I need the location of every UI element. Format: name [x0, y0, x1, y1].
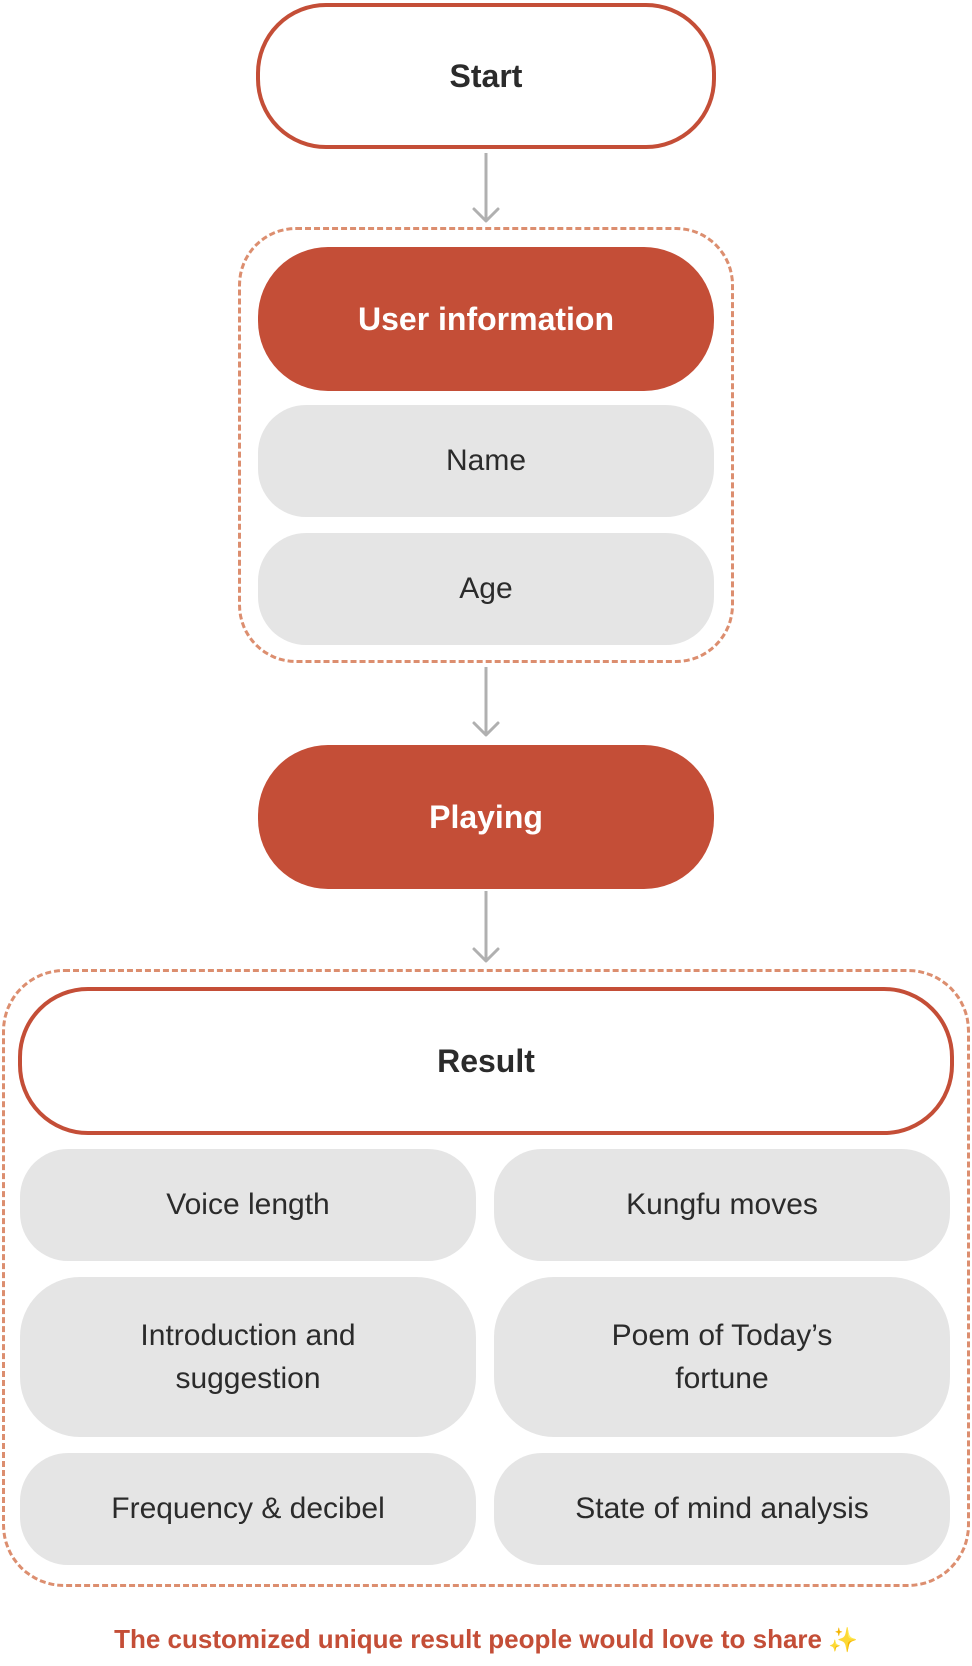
voice-length-label: Voice length [166, 1188, 330, 1222]
poem-line-2: fortune [675, 1362, 769, 1395]
user-information-node: User information [258, 247, 714, 391]
start-label: Start [449, 57, 523, 94]
result-group [2, 969, 970, 1587]
introduction-line-1: Introduction and [140, 1318, 356, 1352]
playing-label: Playing [429, 798, 543, 835]
kungfu-moves-label: Kungfu moves [626, 1188, 818, 1222]
frequency-decibel-label: Frequency & decibel [111, 1492, 385, 1526]
state-of-mind-node: State of mind analysis [494, 1453, 950, 1565]
poem-line-1: Poem of Today’s [611, 1318, 833, 1352]
introduction-suggestion-node: Introduction and suggestion [20, 1277, 476, 1437]
result-node: Result [18, 987, 954, 1135]
playing-node: Playing [258, 745, 714, 889]
arrow-down-icon [472, 667, 500, 737]
age-label: Age [459, 572, 513, 606]
voice-length-node: Voice length [20, 1149, 476, 1261]
frequency-decibel-node: Frequency & decibel [20, 1453, 476, 1565]
state-of-mind-label: State of mind analysis [575, 1492, 869, 1526]
arrow-down-icon [472, 153, 500, 223]
kungfu-moves-node: Kungfu moves [494, 1149, 950, 1261]
poem-fortune-label: Poem of Today’s fortune [612, 1314, 833, 1401]
caption: The customized unique result people woul… [0, 1624, 972, 1655]
introduction-line-2: suggestion [175, 1362, 321, 1395]
name-node: Name [258, 405, 714, 517]
name-label: Name [445, 444, 527, 478]
poem-fortune-node: Poem of Today’s fortune [494, 1277, 950, 1437]
introduction-suggestion-label: Introduction and suggestion [140, 1314, 355, 1401]
user-information-label: User information [357, 300, 615, 337]
result-label: Result [437, 1042, 535, 1079]
age-node: Age [258, 533, 714, 645]
caption-text: The customized unique result people woul… [114, 1624, 822, 1654]
user-information-group [238, 227, 734, 663]
start-node: Start [256, 3, 716, 149]
arrow-down-icon [472, 891, 500, 963]
sparkles-icon: ✨ [828, 1627, 858, 1654]
